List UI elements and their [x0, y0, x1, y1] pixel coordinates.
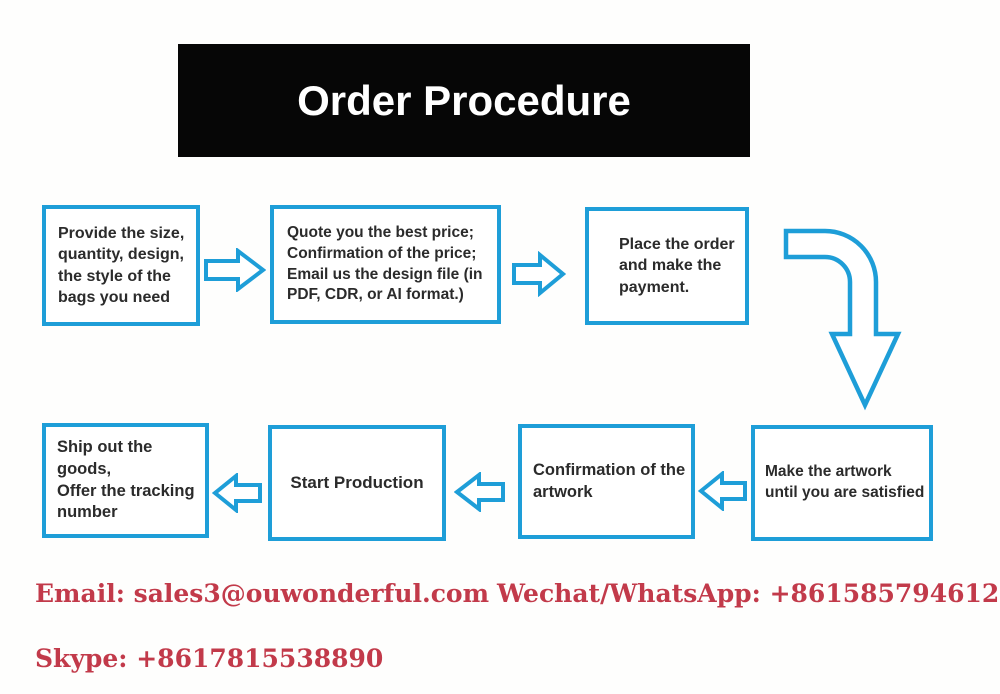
arrow-right-icon: [512, 251, 566, 297]
arrow-right-icon: [204, 248, 266, 292]
contact-wechat-whatsapp: Wechat/WhatsApp: +8615857946129: [497, 579, 1000, 608]
arrow-left-icon: [698, 471, 747, 511]
step-box-quote-price: Quote you the best price; Confirmation o…: [270, 205, 501, 324]
arrow-left-icon: [454, 472, 505, 512]
step-box-start-production: Start Production: [268, 425, 446, 541]
step-box-make-artwork: Make the artwork until you are satisfied: [751, 425, 933, 541]
step-label: Quote you the best price; Confirmation o…: [287, 224, 483, 304]
step-box-confirm-artwork: Confirmation of the artwork: [518, 424, 695, 539]
step-label: Place the order and make the payment.: [619, 236, 735, 296]
contact-skype: Skype: +8617815538890: [35, 644, 384, 673]
page-title: Order Procedure: [297, 76, 631, 124]
bent-arrow-down-icon: [783, 228, 902, 411]
arrow-left-icon: [212, 473, 262, 513]
step-box-provide-requirements: Provide the size, quantity, design, the …: [42, 205, 200, 326]
step-label: Provide the size, quantity, design, the …: [58, 224, 185, 306]
step-label: Ship out the goods, Offer the tracking n…: [57, 437, 195, 522]
step-label: Confirmation of the artwork: [533, 460, 686, 501]
step-box-ship-goods: Ship out the goods, Offer the tracking n…: [42, 423, 209, 538]
title-banner: Order Procedure: [178, 44, 750, 157]
step-label: Make the artwork until you are satisfied: [765, 463, 925, 501]
step-box-place-order: Place the order and make the payment.: [585, 207, 749, 325]
contact-email: Email: sales3@ouwonderful.com: [35, 579, 490, 608]
step-label: Start Production: [290, 472, 424, 492]
